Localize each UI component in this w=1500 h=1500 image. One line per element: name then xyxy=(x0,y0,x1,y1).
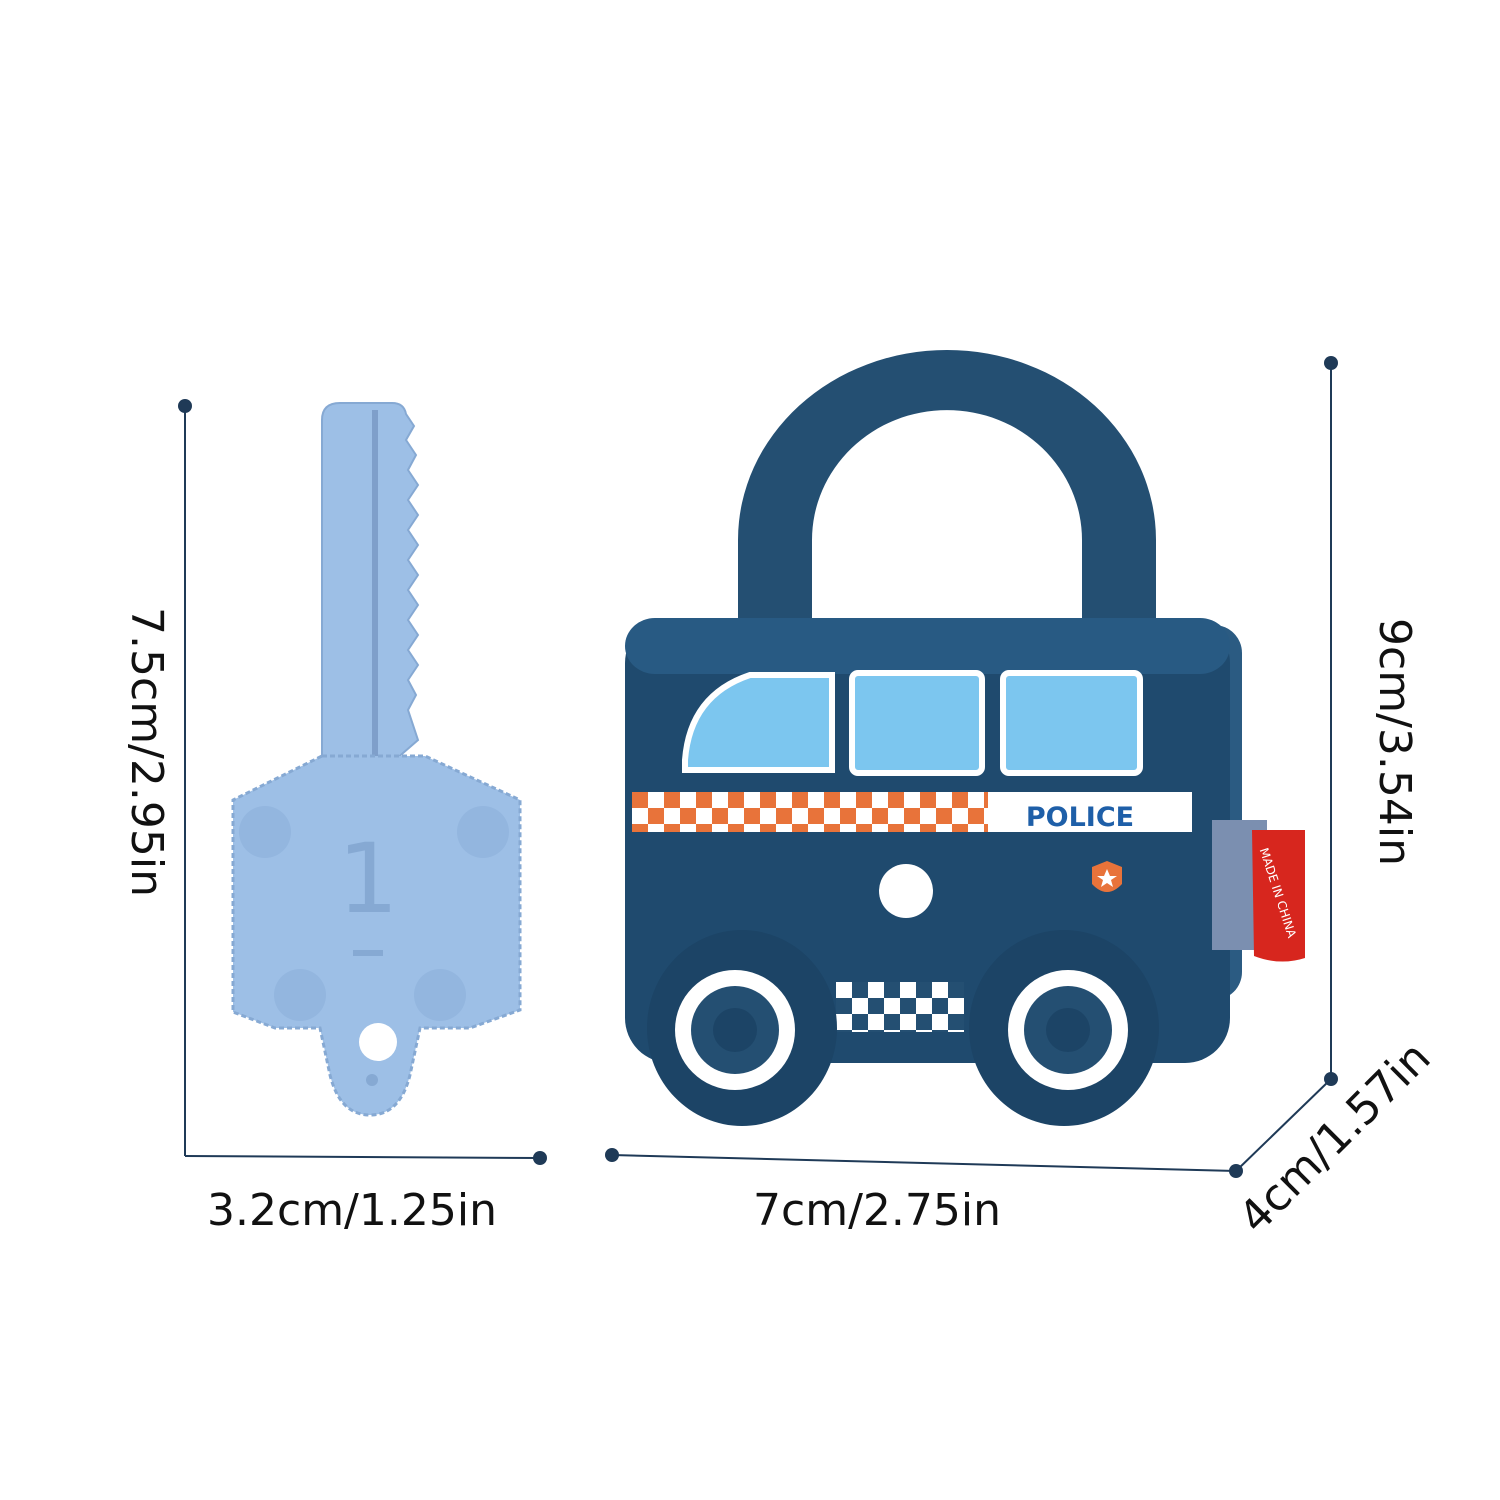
key-width-line xyxy=(184,1155,541,1159)
dot-marker xyxy=(1324,356,1338,370)
wheel-right xyxy=(969,930,1159,1126)
key-bump xyxy=(274,969,326,1021)
badge-star-icon xyxy=(1092,861,1122,892)
key-bump xyxy=(239,806,291,858)
lock-height-label: 9cm/3.54in xyxy=(1369,618,1420,866)
key-width-label: 3.2cm/1.25in xyxy=(207,1185,497,1236)
lock-top-shine xyxy=(625,618,1230,674)
window-middle xyxy=(849,670,985,776)
key-hole xyxy=(359,1023,397,1061)
window-rear xyxy=(1000,670,1143,776)
lock-width-line xyxy=(611,1154,1237,1172)
measurement-dots xyxy=(178,356,1338,1178)
headlight xyxy=(879,864,933,918)
dot-marker xyxy=(178,399,192,413)
key-dot xyxy=(366,1074,378,1086)
lock-depth-line xyxy=(1235,1078,1332,1172)
made-in-china-tag: MADE IN CHINA xyxy=(1212,820,1305,962)
dot-marker xyxy=(1324,1072,1338,1086)
key-blade xyxy=(321,402,420,761)
key-bump xyxy=(414,969,466,1021)
measurement-lines xyxy=(184,363,1332,1172)
dot-marker xyxy=(605,1148,619,1162)
key-height-label: 7.5cm/2.95in xyxy=(121,607,172,897)
dot-marker xyxy=(1229,1164,1243,1178)
key-number: 1 xyxy=(337,823,398,935)
wheel-left xyxy=(647,930,837,1126)
key-bow xyxy=(231,754,522,1117)
orange-checker-stripe xyxy=(632,792,988,832)
police-car-lock: POLICE MADE IN CHINA xyxy=(625,350,1305,1126)
white-checker-stripe xyxy=(836,982,964,1032)
police-text: POLICE xyxy=(1026,802,1134,833)
lock-shackle xyxy=(738,350,1156,645)
lock-depth-label: 4cm/1.57in xyxy=(1229,1032,1440,1243)
window-front xyxy=(682,672,835,773)
lock-width-label: 7cm/2.75in xyxy=(753,1185,1001,1236)
key-toy: 1 xyxy=(231,402,522,1117)
key-bump xyxy=(457,806,509,858)
dot-marker xyxy=(533,1151,547,1165)
key-number-underline xyxy=(353,950,383,956)
